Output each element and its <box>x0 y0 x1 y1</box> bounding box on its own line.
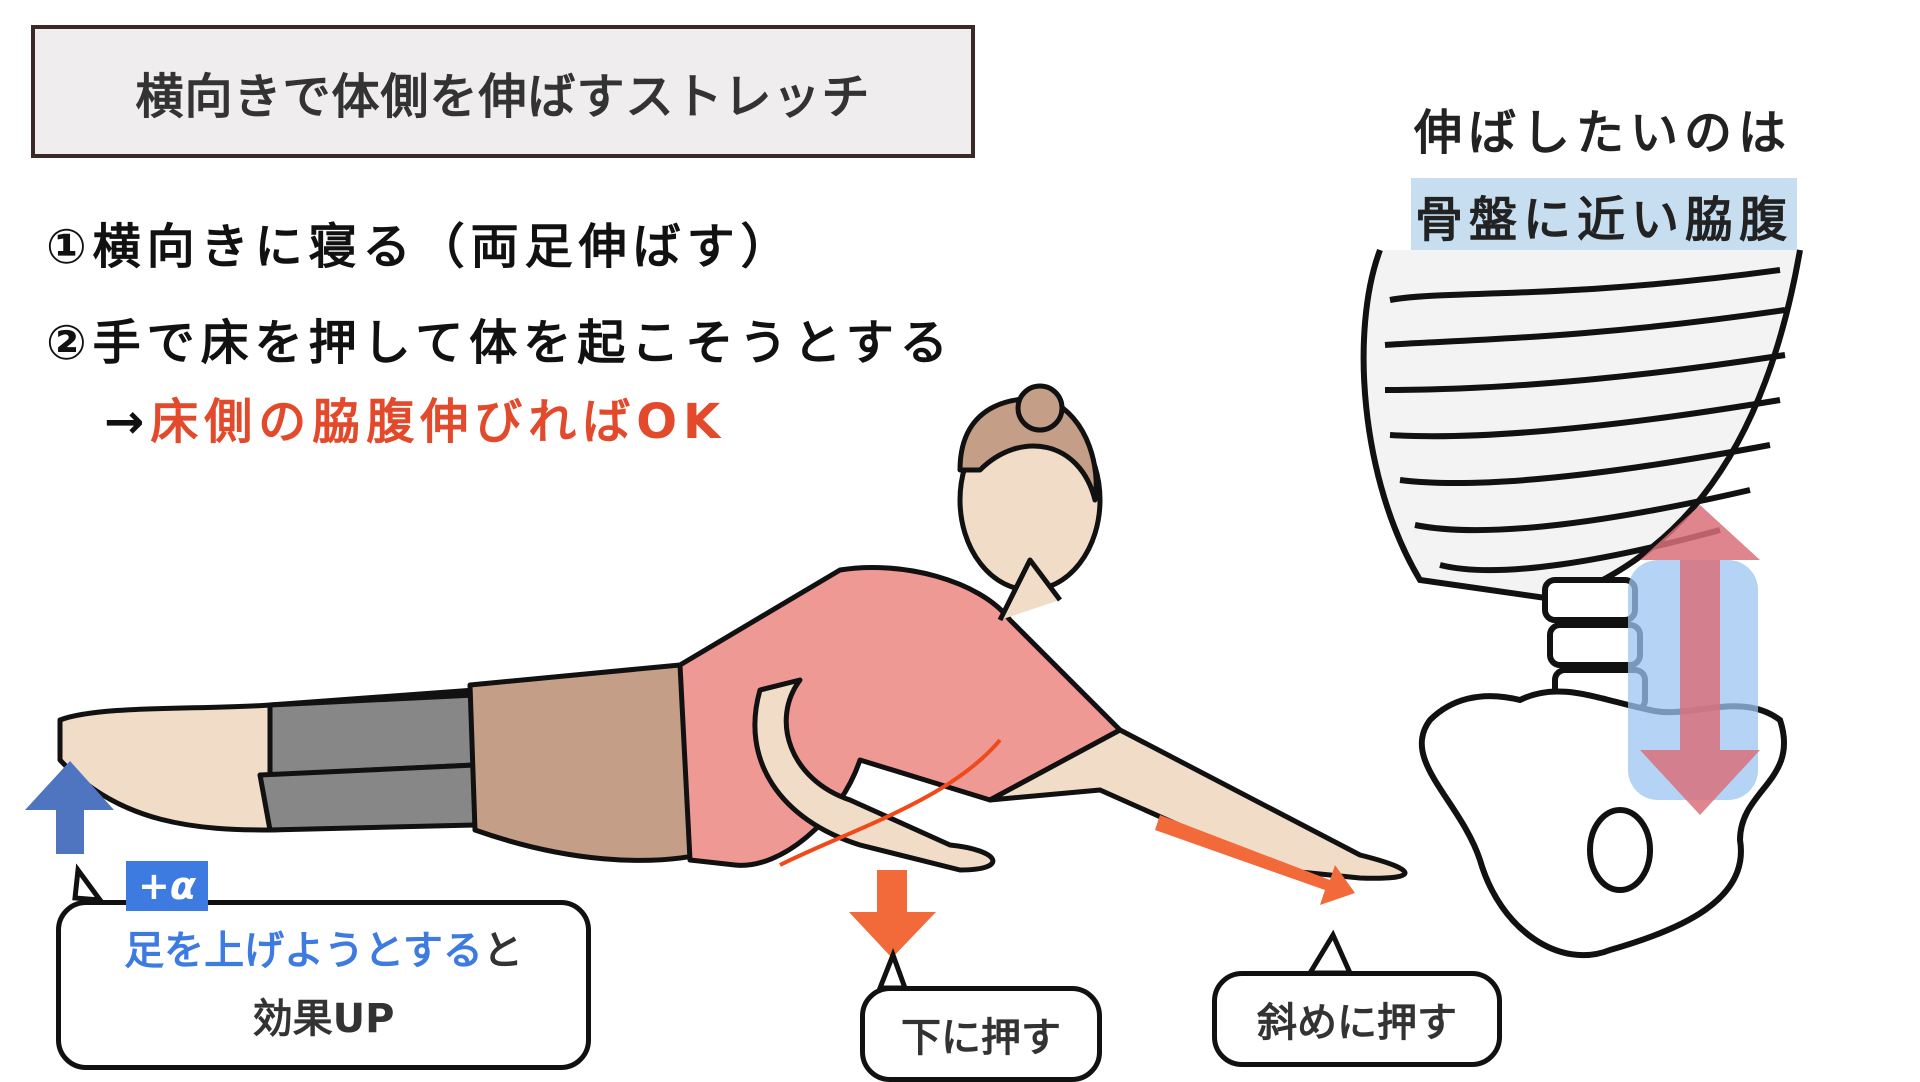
leg-raise-line1: 足を上げようとすると <box>124 917 523 985</box>
arrow-glyph: → <box>104 394 151 450</box>
down-push-arrow-icon <box>849 870 936 958</box>
leg-raise-bubble: 足を上げようとすると 効果UP <box>56 900 591 1070</box>
stretch-double-arrow-icon <box>1640 505 1760 815</box>
bubble-tail <box>1305 929 1354 976</box>
plus-alpha-badge: +α <box>126 861 208 911</box>
leg-raise-up-arrow-icon <box>25 761 114 854</box>
title-box: 横向きで体側を伸ばすストレッチ <box>31 25 975 158</box>
step-1-text: ①横向きに寝る（両足伸ばす） <box>46 219 795 275</box>
target-highlight: 骨盤に近い脇腹 <box>1411 178 1798 252</box>
result-text: 床側の脇腹伸びればOK <box>150 394 727 450</box>
diagonal-push-arrow-icon <box>1155 815 1355 905</box>
push-diagonal-bubble: 斜めに押す <box>1212 971 1502 1067</box>
leg-raise-suffix: と <box>482 928 523 974</box>
step-3-text: →床側の脇腹伸びればOK <box>104 382 726 452</box>
bubble-tail <box>876 947 909 991</box>
push-down-bubble: 下に押す <box>860 986 1102 1082</box>
push-diagonal-label: 斜めに押す <box>1257 1000 1457 1046</box>
woman-illustration <box>57 383 1408 881</box>
leg-raise-highlight: 足を上げようとする <box>124 928 483 974</box>
leg-raise-line2: 効果UP <box>252 996 395 1042</box>
stretch-curve-arrow-icon <box>779 738 1002 867</box>
target-label: 伸ばしたいのは <box>1414 105 1793 161</box>
bubble-tail <box>72 863 106 903</box>
page-title: 横向きで体側を伸ばすストレッチ <box>135 68 871 125</box>
step-2-text: ②手で床を押して体を起こそうとする <box>46 315 954 371</box>
push-down-label: 下に押す <box>901 1015 1061 1061</box>
